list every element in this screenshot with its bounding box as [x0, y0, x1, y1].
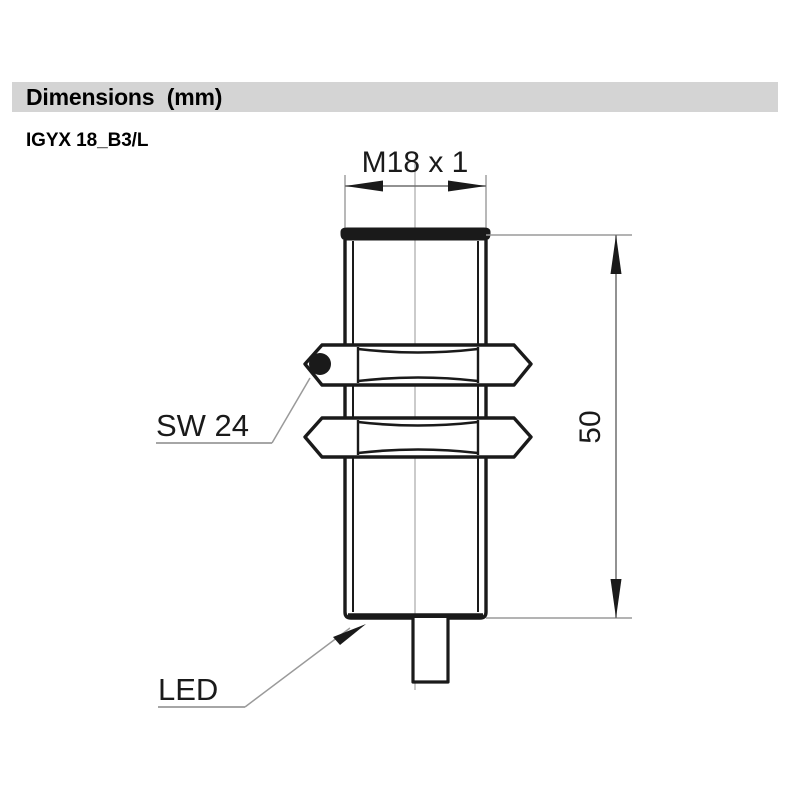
length-dim-arrow-top: [610, 235, 622, 274]
section-header-bar: [12, 82, 778, 112]
thread-dim-arrow-left: [345, 180, 383, 192]
hex-nut-lower-arc-top: [357, 420, 479, 427]
hex-nut-lower-outline: [303, 416, 533, 459]
hex-nut-upper: [303, 343, 533, 387]
cable-stub: [411, 618, 450, 684]
sensor-top-cap: [340, 227, 491, 241]
hex-nut-upper-arc-bottom: [357, 376, 479, 383]
led-callout-group: LED: [158, 624, 366, 708]
length-dimension-group: 50: [486, 234, 632, 619]
thread-dimension-group: M18 x 1: [344, 146, 487, 238]
hex-nut-upper-arc-top: [357, 347, 479, 354]
thread-dim-arrow-right: [448, 180, 486, 192]
hex-nut-lower-arc-bottom: [357, 448, 479, 455]
sw24-leader-diagonal: [271, 377, 311, 444]
led-leader-diagonal: [244, 627, 351, 708]
hex-nut-lower: [303, 416, 533, 459]
led-indicator-dot: [309, 353, 331, 375]
length-dim-arrow-bottom: [610, 579, 622, 618]
led-leader-arrowhead: [333, 624, 366, 645]
cable-stub-outline: [411, 618, 450, 684]
thread-dimension-label: M18 x 1: [362, 146, 469, 179]
part-number-label: IGYX 18_B3/L: [26, 130, 149, 151]
led-callout-label: LED: [158, 672, 218, 707]
hex-width-callout-group: SW 24: [156, 377, 311, 444]
length-dimension-label: 50: [574, 410, 607, 443]
section-header-title: Dimensions (mm): [26, 84, 223, 110]
hex-nut-upper-outline: [303, 343, 533, 387]
hex-width-callout-label: SW 24: [156, 408, 249, 443]
